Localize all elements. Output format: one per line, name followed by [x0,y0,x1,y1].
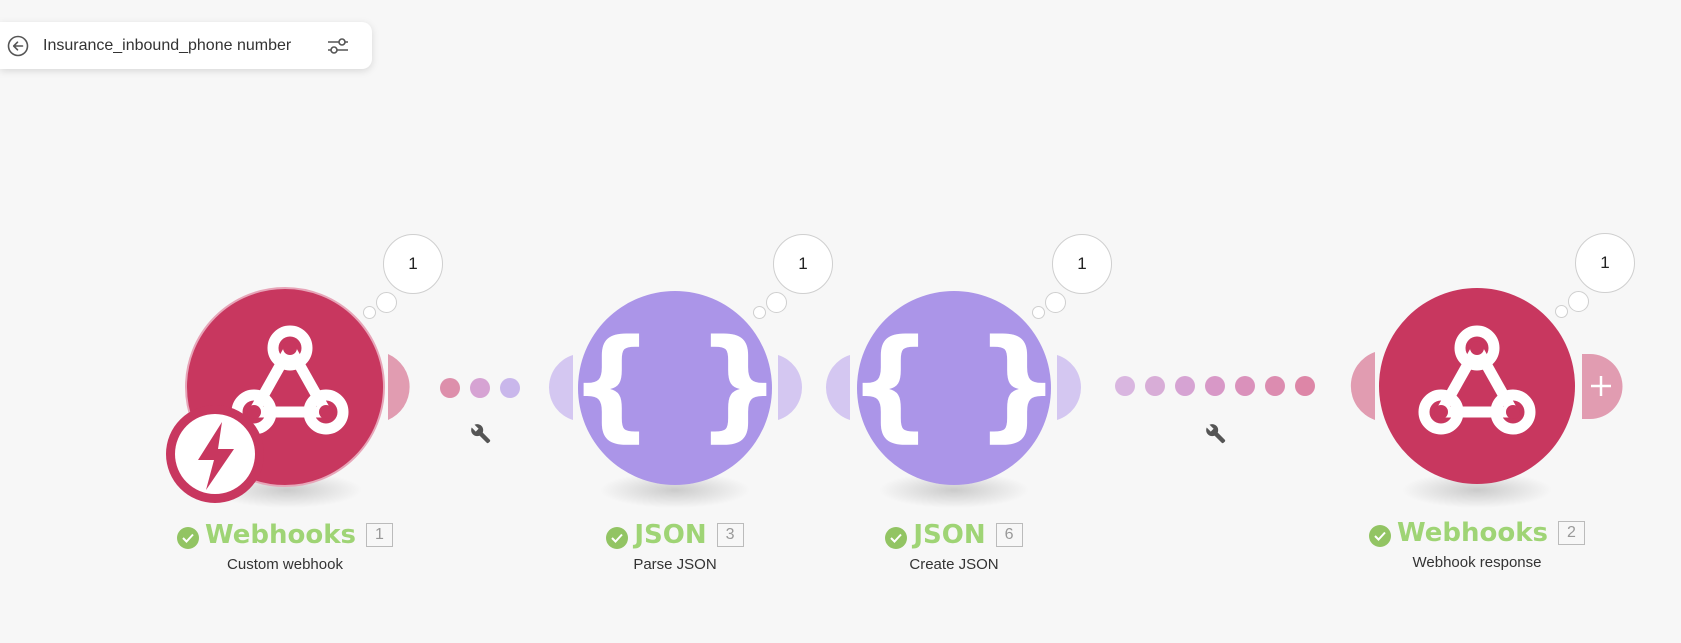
bubble-tail [363,306,376,319]
add-module-button[interactable] [1582,354,1623,419]
operations-bubble-2[interactable]: 1 [1575,233,1635,293]
bubble-tail [376,292,397,313]
bubble-tail [753,306,766,319]
success-check-icon [606,527,629,549]
connector-6-2[interactable] [1115,376,1315,396]
success-check-icon [1369,525,1391,547]
plus-icon [1591,376,1611,396]
scenario-title[interactable]: Insurance_inbound_phone number [43,37,292,54]
webhook-icon [231,325,349,435]
module-webhooks-2[interactable] [1350,288,1575,484]
wrench-icon[interactable] [1202,420,1228,446]
svg-text:{ }: { } [569,315,782,454]
module-json-6[interactable]: { } [848,291,1082,485]
bubble-tail [1555,305,1568,318]
wrench-icon[interactable] [467,420,493,446]
module-action: Custom webhook [227,556,343,573]
module-action: Create JSON [909,556,999,573]
module-label-3[interactable]: JSON 3 Parse JSON [555,520,795,573]
module-app-name: JSON [913,520,986,550]
bubble-tail [1568,291,1589,312]
module-webhooks-1[interactable] [166,287,410,503]
connector-1-3[interactable] [440,378,520,398]
module-action: Webhook response [1412,554,1542,571]
success-check-icon [885,527,908,549]
operations-bubble-3[interactable]: 1 [773,234,833,294]
module-index: 3 [716,523,744,547]
instant-trigger-icon [166,405,264,503]
module-action: Parse JSON [633,556,717,573]
operations-bubble-6[interactable]: 1 [1052,234,1112,294]
bubble-tail [1045,292,1066,313]
back-arrow-icon[interactable] [7,35,29,57]
json-braces-icon: { } [848,315,1061,454]
module-json-3[interactable]: { } [548,291,803,485]
operations-bubble-1[interactable]: 1 [383,234,443,294]
module-index: 1 [366,523,393,547]
module-index: 6 [995,523,1023,547]
module-label-2[interactable]: Webhooks 2 Webhook response [1357,518,1597,571]
bubble-tail [766,292,787,313]
module-app-name: Webhooks [205,520,356,550]
webhook-icon [1418,325,1536,435]
module-label-6[interactable]: JSON 6 Create JSON [834,520,1074,573]
module-label-1[interactable]: Webhooks 1 Custom webhook [165,520,405,573]
success-check-icon [177,527,199,549]
module-1-out-handle[interactable] [388,354,410,420]
module-index: 2 [1558,521,1585,545]
bubble-tail [1032,306,1045,319]
sliders-icon[interactable] [326,35,350,57]
module-app-name: JSON [634,520,707,550]
svg-text:{ }: { } [848,315,1061,454]
scenario-header: Insurance_inbound_phone number [0,22,372,69]
connector-3-6[interactable] [825,355,850,420]
json-braces-icon: { } [569,315,782,454]
module-app-name: Webhooks [1397,518,1548,548]
